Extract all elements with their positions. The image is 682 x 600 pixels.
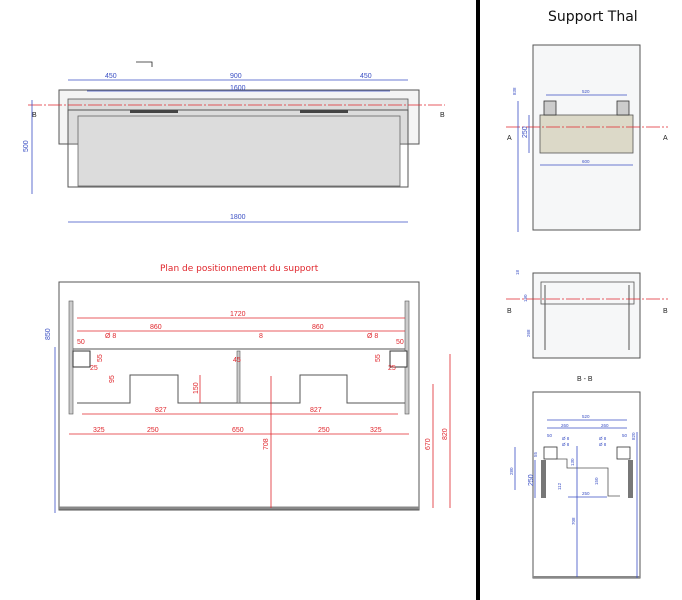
- detail-rail-left: [541, 460, 546, 498]
- bracket-front-left: [543, 100, 557, 116]
- dim-325-right: 325: [370, 427, 382, 434]
- detail-bracket-right: [616, 446, 631, 460]
- dim-860-left: 860: [150, 324, 162, 331]
- dim-95: 95: [109, 375, 116, 383]
- dim-dia1-left: Ø 8: [562, 436, 570, 441]
- section-label: B - B: [577, 376, 593, 383]
- dim-260-left: 260: [561, 423, 569, 428]
- dim-dia-right: Ø 8: [367, 333, 378, 340]
- dim-250-left: 250: [147, 427, 159, 434]
- dim-820-detail: 820: [631, 432, 636, 440]
- dim-150: 150: [193, 382, 200, 394]
- dim-520-detail: 520: [582, 414, 590, 419]
- dim-450-left: 450: [105, 73, 117, 80]
- top-view: B B 450 900 450 1600 1800 500: [23, 61, 445, 223]
- dim-50-right: 50: [396, 339, 404, 346]
- dim-520-front: 520: [582, 89, 590, 94]
- dim-50-detail-left: 50: [547, 433, 553, 438]
- plan-title: Plan de positionnement du support: [160, 264, 319, 274]
- dim-18: 18: [515, 269, 520, 275]
- dim-130: 130: [570, 458, 575, 466]
- dim-112: 112: [557, 482, 562, 490]
- bracket-right: [389, 350, 408, 368]
- dim-900: 900: [230, 73, 242, 80]
- section-mark-a-left: A: [507, 135, 512, 142]
- dim-190: 190: [523, 294, 528, 302]
- detail-rail-right: [628, 460, 633, 498]
- dim-50-left: 50: [77, 339, 85, 346]
- dim-150-detail: 150: [594, 477, 599, 485]
- section-mark-b2-left: B: [507, 308, 512, 315]
- dim-25-left: 25: [90, 365, 98, 372]
- detail-profile: [555, 458, 620, 497]
- dim-250-cut: 250: [582, 491, 590, 496]
- detail-wall: [532, 391, 641, 579]
- dim-280: 280: [509, 467, 514, 475]
- support-title: Support Thal: [548, 9, 638, 25]
- sink-rail-left: [130, 110, 178, 113]
- section-wall: [532, 272, 641, 359]
- sink-rail-right: [300, 110, 348, 113]
- center-divider: [236, 350, 241, 404]
- dim-268: 268: [526, 329, 531, 337]
- section-frame: [540, 281, 635, 305]
- side-panel-left: [68, 300, 74, 415]
- front-panel: [77, 115, 401, 187]
- dim-250-right: 250: [318, 427, 330, 434]
- positioning-plan: Plan de positionnement du support 1720 8…: [45, 264, 451, 513]
- dim-dia2-left: Ø 8: [562, 442, 570, 447]
- dim-827-right: 827: [310, 407, 322, 414]
- support-thal: Support Thal A A 520 600 250 838 B B 18 …: [506, 9, 668, 579]
- dim-850: 850: [45, 328, 52, 340]
- dim-600: 600: [582, 159, 590, 164]
- dim-500: 500: [23, 140, 30, 152]
- section-mark-b-right: B: [440, 112, 445, 119]
- dim-260-right: 260: [601, 423, 609, 428]
- panel-divider: [476, 0, 480, 600]
- dim-1800: 1800: [230, 214, 246, 221]
- dim-708-detail: 708: [571, 517, 576, 525]
- cabinet-frame: [67, 109, 409, 188]
- dim-1720: 1720: [230, 311, 246, 318]
- dim-250-front: 250: [522, 126, 529, 138]
- dim-25-right: 25: [388, 365, 396, 372]
- section-mark-b2-right: B: [663, 308, 668, 315]
- section-mark-a-right: A: [663, 135, 668, 142]
- support-bar: [539, 114, 634, 154]
- bracket-front-right: [616, 100, 630, 116]
- detail-bracket-left: [543, 446, 558, 460]
- dim-650: 650: [232, 427, 244, 434]
- dim-250-detail: 250: [528, 474, 535, 486]
- dim-center-hole: 8: [259, 333, 263, 340]
- dim-325-left: 325: [93, 427, 105, 434]
- dim-838: 838: [512, 87, 517, 95]
- dim-dia2-right: Ø 8: [599, 442, 607, 447]
- dim-55-right: 55: [375, 354, 382, 362]
- dim-708: 708: [263, 438, 270, 450]
- dim-827-left: 827: [155, 407, 167, 414]
- dim-dia1-right: Ø 8: [599, 436, 607, 441]
- dim-55-detail: 55: [533, 451, 538, 457]
- dim-860-right: 860: [312, 324, 324, 331]
- dim-45: 45: [233, 357, 241, 364]
- dim-55-left: 55: [97, 354, 104, 362]
- dim-50-detail-right: 50: [622, 433, 628, 438]
- dim-1600: 1600: [230, 85, 246, 92]
- section-mark-b-left: B: [32, 112, 37, 119]
- section-arrow-icon: [136, 61, 153, 67]
- bracket-left: [72, 350, 91, 368]
- dim-dia-left: Ø 8: [105, 333, 116, 340]
- dim-670: 670: [425, 438, 432, 450]
- dim-820: 820: [442, 428, 449, 440]
- dim-450-right: 450: [360, 73, 372, 80]
